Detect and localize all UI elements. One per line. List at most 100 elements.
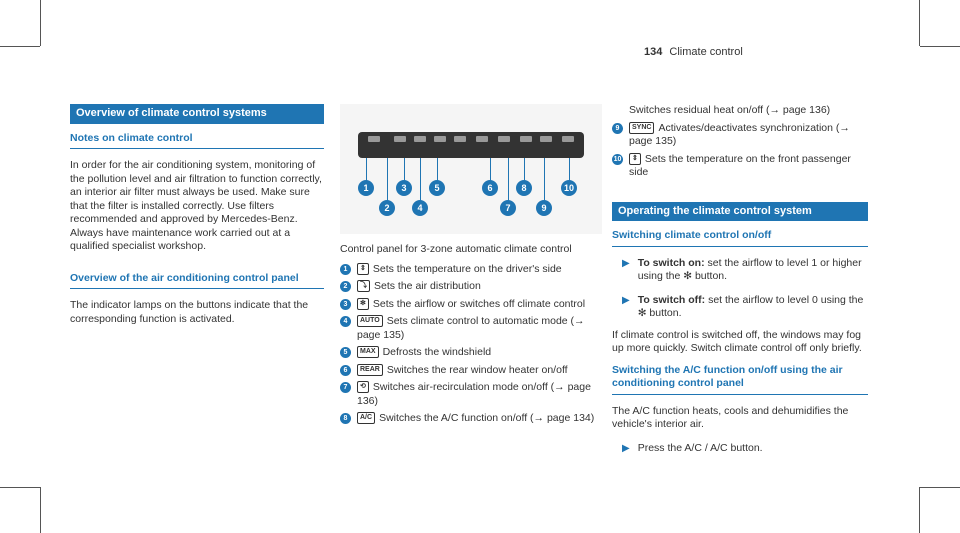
step-text: set the airflow to level 1 or higher usi… — [637, 256, 862, 283]
instruction-step: ▶ To switch off: set the airflow to leve… — [612, 294, 868, 321]
crop-mark — [40, 487, 41, 533]
rear-heater-icon: REAR — [357, 363, 383, 376]
column-middle: Control panel for 3-zone automatic clima… — [340, 243, 602, 430]
leader-line — [490, 158, 491, 182]
item-text: Sets the air distribution — [374, 280, 481, 292]
panel-button — [540, 136, 552, 142]
notes-text: In order for the air conditioning system… — [70, 159, 322, 252]
callout-2: 2 — [379, 200, 395, 216]
notes-heading: Notes on climate control — [70, 132, 324, 149]
item-number: 9 — [612, 122, 623, 134]
arrow-icon: ▶ — [622, 257, 630, 269]
step-text: Press the A/C / A/C button. — [637, 441, 763, 454]
ac-text: The A/C function heats, cools and dehumi… — [612, 404, 849, 431]
item-number: 3 — [340, 298, 351, 310]
ac-heading: Switching the A/C function on/off using … — [612, 364, 868, 395]
step-label: To switch off: — [637, 293, 706, 306]
list-item: 3 ✻Sets the airflow or switches off clima… — [340, 298, 602, 312]
item-text: Switches air-recirculation mode on/off (… — [357, 381, 591, 407]
panel-heading: Overview of the air conditioning control… — [70, 272, 324, 289]
page-number: 134 — [644, 46, 663, 58]
panel-button — [520, 136, 532, 142]
panel-button — [454, 136, 466, 142]
item-number: 5 — [340, 347, 351, 358]
panel-button — [562, 136, 574, 142]
item-text: Activates/deactivates synchronization (→… — [629, 121, 850, 148]
temperature-icon: ⇕ — [357, 262, 369, 275]
step-label: To switch on: — [637, 256, 705, 269]
item-text: Sets the airflow or switches off climate… — [372, 297, 586, 310]
section-bar: Overview of climate control systems — [70, 104, 324, 124]
callout-6: 6 — [482, 180, 498, 196]
leader-line — [569, 158, 570, 182]
list-item: 7 ⟲Switches air-recirculation mode on/off… — [340, 381, 602, 408]
callout-8: 8 — [516, 180, 532, 196]
crop-mark — [0, 487, 40, 488]
section-title: Climate control — [669, 46, 743, 58]
crop-mark — [0, 46, 40, 47]
crop-mark — [920, 487, 960, 488]
item-number: 1 — [340, 263, 351, 275]
item-number: 4 — [340, 316, 351, 327]
callout-4: 4 — [412, 200, 428, 216]
panel-button — [394, 136, 406, 142]
recirculation-icon: ⟲ — [357, 381, 369, 394]
callout-3: 3 — [396, 180, 412, 196]
figure-caption: Control panel for 3-zone automatic clima… — [340, 243, 572, 255]
step-text: set the airflow to level 0 using the ✻ b… — [637, 293, 864, 320]
item-number: 7 — [340, 382, 351, 393]
crop-mark — [40, 0, 41, 46]
arrow-icon: ▶ — [622, 294, 630, 306]
column-right: Switches residual heat on/off (→ page 13… — [612, 104, 868, 463]
callout-5: 5 — [429, 180, 445, 196]
panel-text: The indicator lamps on the buttons indic… — [70, 299, 309, 325]
column-left: Overview of climate control systems Note… — [70, 104, 324, 334]
section-bar: Operating the climate control system — [612, 201, 868, 221]
crop-mark — [920, 46, 960, 47]
auto-icon: AUTO — [357, 315, 383, 328]
item-text: Switches the A/C function on/off (→ page… — [379, 412, 595, 424]
item-text: Sets the temperature on the front passen… — [629, 152, 851, 179]
item-number: 6 — [340, 364, 351, 376]
item-number: 10 — [612, 153, 623, 165]
leader-line — [508, 158, 509, 202]
leader-line — [524, 158, 525, 182]
crop-mark — [919, 487, 920, 533]
control-panel-figure: 1 2 3 4 5 6 7 8 9 10 — [340, 104, 602, 234]
crop-mark — [919, 0, 920, 46]
panel-button — [368, 136, 380, 142]
leader-line — [420, 158, 421, 202]
page-header: 134 Climate control — [644, 46, 743, 58]
leader-line — [366, 158, 367, 182]
callout-7: 7 — [500, 200, 516, 216]
item-text: Defrosts the windshield — [382, 346, 492, 358]
instruction-step: ▶ To switch on: set the airflow to level… — [612, 257, 868, 284]
sync-icon: SYNC — [629, 121, 655, 134]
list-item: 1 ⇕Sets the temperature on the driver's s… — [340, 263, 602, 277]
off-note: If climate control is switched off, the … — [612, 328, 862, 355]
arrow-icon: ▶ — [622, 442, 630, 454]
control-panel — [358, 132, 584, 158]
switch-heading: Switching climate control on/off — [612, 229, 868, 247]
item-text: Sets the temperature on the driver's sid… — [372, 262, 562, 275]
item-text: Sets climate control to automatic mode (… — [357, 315, 585, 341]
ac-icon: A/C — [357, 412, 376, 425]
list-item: 10 ⇕Sets the temperature on the front pas… — [612, 153, 868, 180]
leader-line — [387, 158, 388, 202]
item-number: 8 — [340, 413, 351, 424]
temperature-icon: ⇕ — [629, 152, 641, 165]
item-number: 2 — [340, 281, 351, 292]
panel-button — [498, 136, 510, 142]
callout-9: 9 — [536, 200, 552, 216]
list-item: 2⤵Sets the air distribution — [340, 280, 602, 294]
callout-1: 1 — [358, 180, 374, 196]
fan-icon: ✻ — [357, 297, 369, 310]
residual-heat-text: Switches residual heat on/off (→ page 13… — [629, 104, 831, 116]
callout-10: 10 — [561, 180, 577, 196]
panel-button — [434, 136, 446, 142]
